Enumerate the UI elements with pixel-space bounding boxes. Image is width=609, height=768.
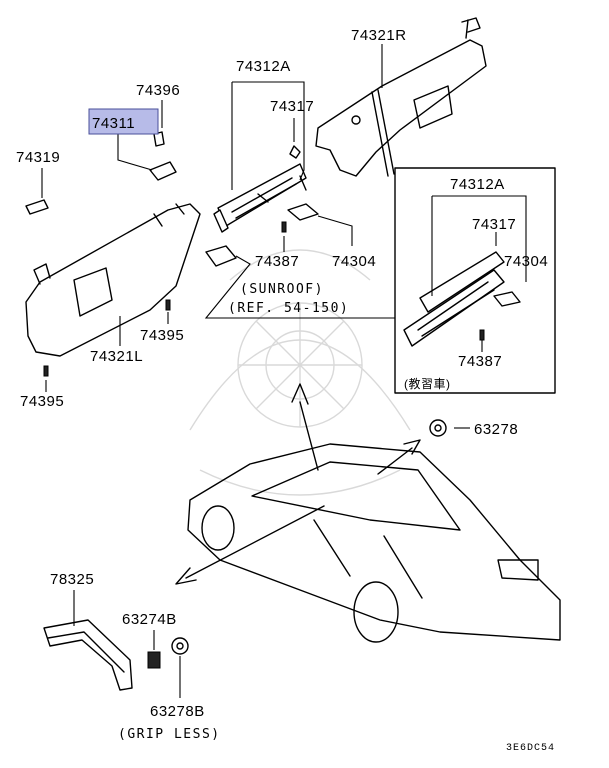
label-74304-box: 74304 bbox=[504, 253, 548, 270]
sun-visor-left bbox=[25, 203, 201, 357]
label-74395-mid: 74395 bbox=[140, 327, 184, 344]
label-74311: 74311 bbox=[92, 115, 135, 132]
label-78325: 78325 bbox=[50, 571, 94, 588]
label-74304-top: 74304 bbox=[332, 253, 376, 270]
label-74387-top: 74387 bbox=[255, 253, 299, 270]
label-74387-box: 74387 bbox=[458, 353, 502, 370]
label-74396: 74396 bbox=[136, 82, 180, 99]
label-grip-less: (GRIP LESS) bbox=[118, 727, 221, 742]
label-63278: 63278 bbox=[474, 421, 518, 438]
label-74321L: 74321L bbox=[90, 348, 143, 365]
highlight-74311 bbox=[88, 108, 159, 135]
label-74317-top: 74317 bbox=[270, 98, 314, 115]
label-ref: (REF. 54-150) bbox=[228, 301, 349, 316]
label-driving-school-note: (教習車) bbox=[404, 376, 451, 391]
assist-grip bbox=[43, 419, 447, 691]
driving-school-box bbox=[394, 167, 556, 394]
label-74321R: 74321R bbox=[351, 27, 407, 44]
car-outline bbox=[187, 443, 561, 643]
label-63278B: 63278B bbox=[150, 703, 205, 720]
label-74317-box: 74317 bbox=[472, 216, 516, 233]
hardware-left bbox=[25, 131, 287, 377]
vanity-mirror-top bbox=[213, 145, 319, 233]
label-74312A-top: 74312A bbox=[236, 58, 291, 75]
diagram-code: 3E6DC54 bbox=[506, 743, 555, 754]
label-74312A-box: 74312A bbox=[450, 176, 505, 193]
sun-visor-right bbox=[315, 17, 487, 177]
label-sunroof: (SUNROOF) bbox=[240, 282, 324, 297]
leader-lines bbox=[41, 44, 527, 698]
label-74319: 74319 bbox=[16, 149, 60, 166]
label-74395-low: 74395 bbox=[20, 393, 64, 410]
label-63274B: 63274B bbox=[122, 611, 177, 628]
